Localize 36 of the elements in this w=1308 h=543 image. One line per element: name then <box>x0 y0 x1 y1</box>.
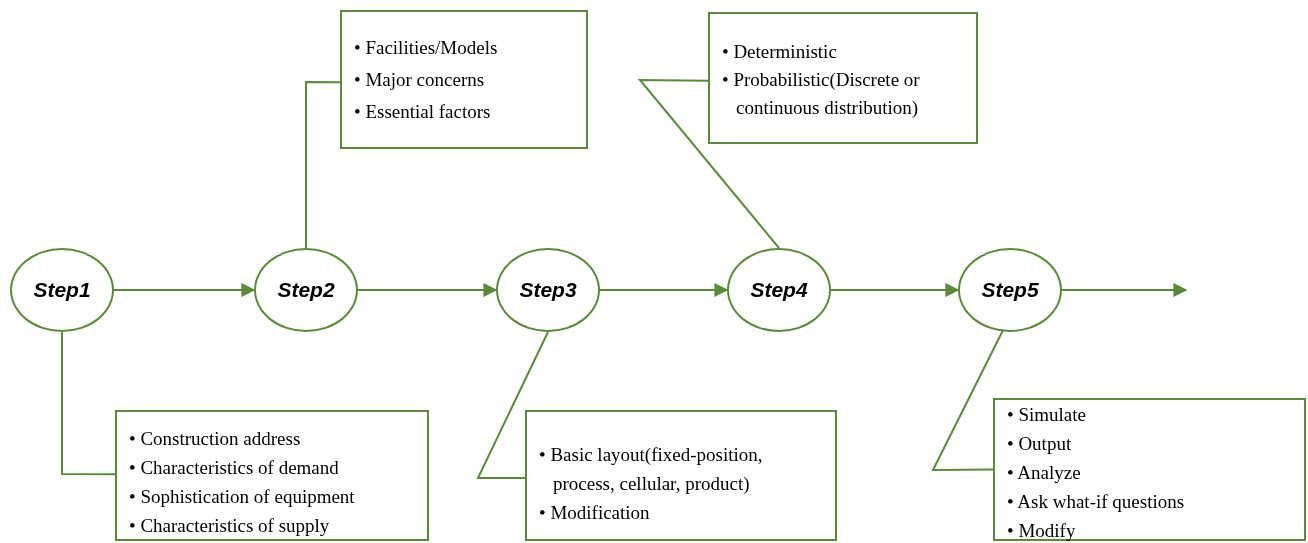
arrow <box>599 283 729 297</box>
connector-line <box>61 331 116 476</box>
bullet-item: • Major concerns <box>354 68 486 92</box>
bullet-item: • Deterministic <box>722 40 838 64</box>
bullet-list-box <box>115 410 429 541</box>
step-label: Step5 <box>981 277 1039 304</box>
step-label: Step1 <box>33 277 91 304</box>
connector-line <box>305 81 341 249</box>
bullet-item: • Modify <box>1007 519 1077 543</box>
bullet-item: • Simulate <box>1007 403 1087 427</box>
step-label: Step2 <box>277 277 335 304</box>
bullet-item: • Facilities/Models <box>354 36 499 60</box>
arrow <box>357 283 498 297</box>
bullet-item: • Essential factors <box>354 100 492 124</box>
connector-line <box>637 78 780 249</box>
bullet-list-box <box>708 12 978 144</box>
bullet-list-box <box>340 10 588 149</box>
step-label: Step4 <box>750 277 808 304</box>
bullet-item: • Probabilistic(Discrete or continuous distribution) <box>722 68 921 120</box>
bullet-item: • Characteristics of supply <box>129 514 331 538</box>
bullet-item: • Output <box>1007 432 1073 456</box>
arrow <box>1061 283 1188 297</box>
bullet-item: • Construction address <box>129 427 302 451</box>
bullet-item: • Analyze <box>1007 461 1082 485</box>
bullet-item: • Ask what-if questions <box>1007 490 1186 514</box>
bullet-list-box <box>525 410 837 541</box>
bullet-item: • Sophistication of equipment <box>129 485 356 509</box>
bullet-item: • Basic layout(fixed-position, process, cellular, product) <box>539 443 764 496</box>
connector-line <box>931 329 1004 471</box>
arrow <box>830 283 960 297</box>
step-label: Step3 <box>519 277 577 304</box>
bullet-item: • Modification <box>539 501 651 525</box>
arrow <box>113 283 256 297</box>
bullet-item: • Characteristics of demand <box>129 456 340 480</box>
connector-line <box>476 331 549 480</box>
bullet-list-box <box>993 398 1306 541</box>
